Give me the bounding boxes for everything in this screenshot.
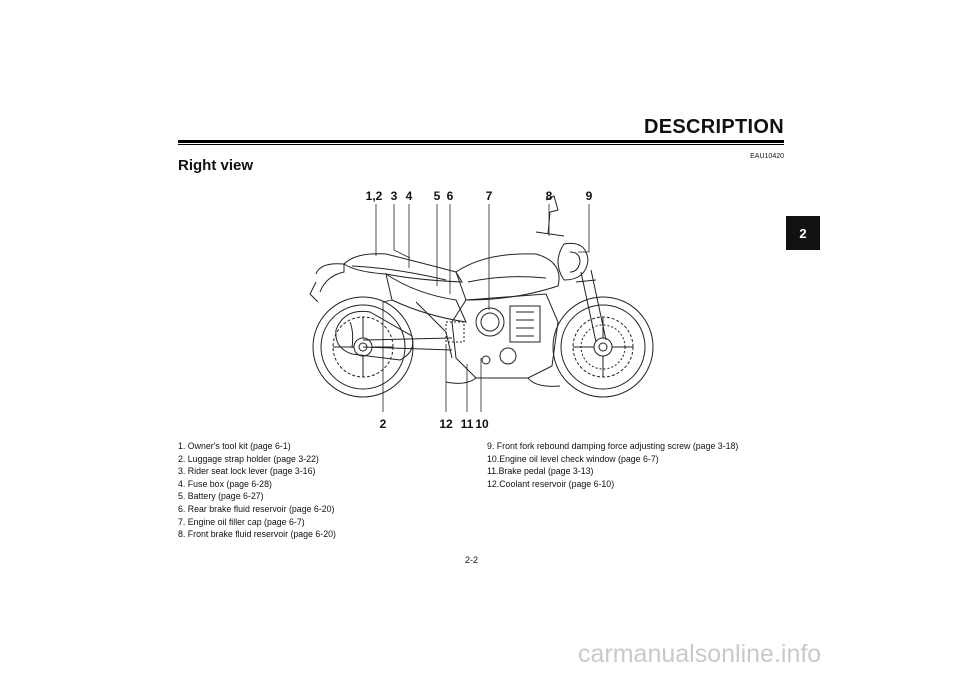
motorcycle-illustration: 1,2 3 4 5 6 7 8 9 2 12 11 10 (309, 189, 654, 431)
legend-item: 7. Engine oil filler cap (page 6-7) (178, 516, 305, 527)
callout-7: 7 (486, 189, 493, 203)
legend-item: 11.Brake pedal (page 3-13) (487, 466, 594, 477)
motorcycle-diagram: 1,2 3 4 5 6 7 8 9 2 12 11 10 (296, 182, 668, 432)
legend-item: 6. Rear brake fluid reservoir (page 6-20… (178, 503, 335, 514)
callout-9: 9 (586, 189, 593, 203)
page-title: DESCRIPTION (644, 116, 784, 138)
legend-item: 10.Engine oil level check window (page 6… (487, 453, 659, 464)
callout-3: 3 (391, 189, 398, 203)
callout-11: 11 (461, 417, 474, 431)
callout-5: 5 (434, 189, 441, 203)
legend-item: 4. Fuse box (page 6-28) (178, 478, 272, 489)
callout-6: 6 (447, 189, 454, 203)
legend-item: 3. Rider seat lock lever (page 3-16) (178, 466, 316, 477)
callout-4: 4 (406, 189, 413, 203)
watermark: carmanualsonline.info (578, 640, 822, 668)
legend-item: 9. Front fork rebound damping force adju… (487, 441, 739, 451)
chapter-tab: 2 (786, 216, 820, 250)
legend-right: 9. Front fork rebound damping force adju… (487, 440, 738, 490)
legend-item: 2. Luggage strap holder (page 3-22) (178, 453, 319, 464)
page-number: 2-2 (465, 555, 479, 565)
header-rule-thin (178, 144, 784, 145)
legend-item: 1. Owner's tool kit (page 6-1) (178, 441, 291, 451)
header-rule (178, 140, 784, 143)
callout-12: 12 (439, 417, 453, 431)
callout-8: 8 (546, 189, 553, 203)
legend-item: 8. Front brake fluid reservoir (page 6-2… (178, 529, 336, 540)
callout-1-2: 1,2 (366, 189, 383, 203)
section-heading: Right view (178, 157, 254, 174)
callout-10: 10 (475, 417, 489, 431)
legend-item: 5. Battery (page 6-27) (178, 491, 264, 502)
legend-left: 1. Owner's tool kit (page 6-1) 2. Luggag… (178, 440, 336, 541)
callout-2-bottom: 2 (380, 417, 387, 431)
legend-item: 12.Coolant reservoir (page 6-10) (487, 478, 615, 489)
reference-code: EAU10420 (750, 153, 784, 160)
